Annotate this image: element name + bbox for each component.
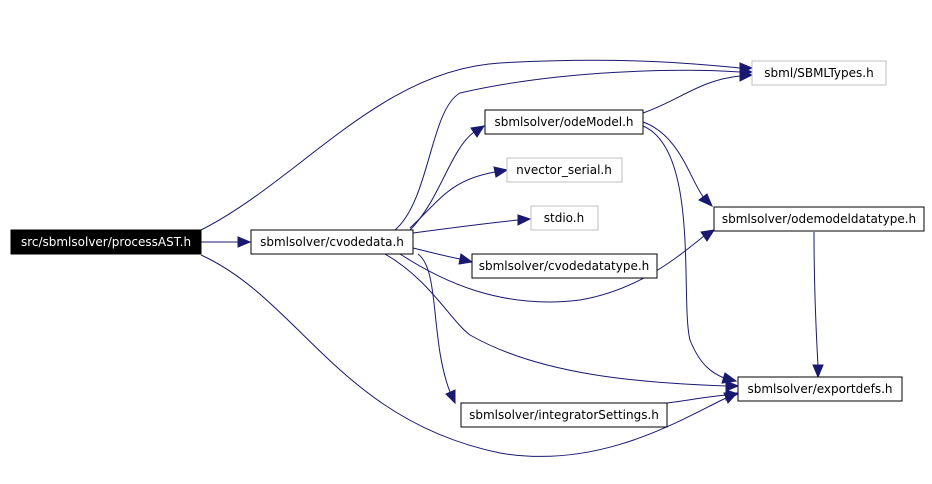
edge-processast-to-sbmltypes [200, 59, 741, 231]
edge-cvodedata-to-exportdefs [384, 253, 727, 387]
node-stdio[interactable]: stdio.h [530, 205, 599, 231]
edge-odemodel-to-exportdefs [642, 125, 725, 379]
edge-arrowhead [445, 389, 456, 405]
node-stdio-label: stdio.h [544, 211, 584, 225]
edge-arrowhead [700, 229, 716, 242]
edge-arrowhead [725, 389, 740, 401]
edge-odemodel-to-sbmltypes [642, 75, 741, 114]
edge-arrowhead [725, 380, 740, 392]
node-exportdefs[interactable]: sbmlsolver/exportdefs.h [737, 376, 903, 402]
edge-arrowhead [470, 125, 486, 138]
edge-arrowhead [237, 236, 252, 248]
edge-arrowhead [812, 364, 824, 379]
edge-cvodedata-to-stdio [412, 219, 519, 234]
edge-arrowhead [739, 70, 754, 82]
node-nvector-label: nvector_serial.h [516, 163, 612, 177]
node-processast[interactable]: src/sbmlsolver/processAST.h [10, 229, 202, 255]
edge-cvodedata-to-cvodedatatype [412, 247, 461, 260]
edge-arrowhead [721, 372, 738, 384]
node-sbmltypes-label: sbml/SBMLTypes.h [764, 66, 873, 80]
node-odemodeldatatype[interactable]: sbmlsolver/odemodeldatatype.h [713, 206, 925, 232]
edge-odemodeldatatype-to-exportdefs [813, 231, 819, 367]
node-odemodel-label: sbmlsolver/odeModel.h [494, 115, 633, 129]
edge-cvodedata-to-nvector [409, 171, 496, 229]
edge-arrowhead [698, 193, 713, 207]
node-cvodedata-label: sbmlsolver/cvodedata.h [260, 235, 404, 249]
edge-cvodedata-to-odemodeldatatype [399, 235, 705, 303]
edge-cvodedata-to-sbmltypes [394, 69, 741, 231]
node-integratorsettings[interactable]: sbmlsolver/integratorSettings.h [460, 402, 668, 428]
node-exportdefs-label: sbmlsolver/exportdefs.h [747, 382, 892, 396]
edge-odemodel-to-odemodeldatatype [642, 121, 705, 199]
node-processast-label: src/sbmlsolver/processAST.h [21, 235, 191, 249]
edge-arrowhead [493, 166, 509, 178]
graph-nodes: src/sbmlsolver/processAST.h sbmlsolver/c… [10, 60, 925, 428]
edge-processast-to-exportdefs [200, 254, 727, 457]
node-sbmltypes[interactable]: sbml/SBMLTypes.h [751, 60, 887, 86]
edge-arrowhead [458, 253, 474, 265]
node-integratorsettings-label: sbmlsolver/integratorSettings.h [469, 408, 659, 422]
node-cvodedatatype-label: sbmlsolver/cvodedatatype.h [479, 259, 650, 273]
edge-cvodedata-to-integratorsettings [417, 253, 451, 393]
edge-integratorsettings-to-exportdefs [666, 394, 727, 404]
node-odemodel[interactable]: sbmlsolver/odeModel.h [484, 109, 644, 135]
node-cvodedata[interactable]: sbmlsolver/cvodedata.h [250, 229, 414, 255]
edge-arrowhead [517, 214, 532, 226]
node-nvector[interactable]: nvector_serial.h [506, 157, 623, 183]
graph-edges [200, 59, 824, 457]
node-cvodedatatype[interactable]: sbmlsolver/cvodedatatype.h [471, 253, 658, 279]
node-odemodeldatatype-label: sbmlsolver/odemodeldatatype.h [722, 212, 916, 226]
